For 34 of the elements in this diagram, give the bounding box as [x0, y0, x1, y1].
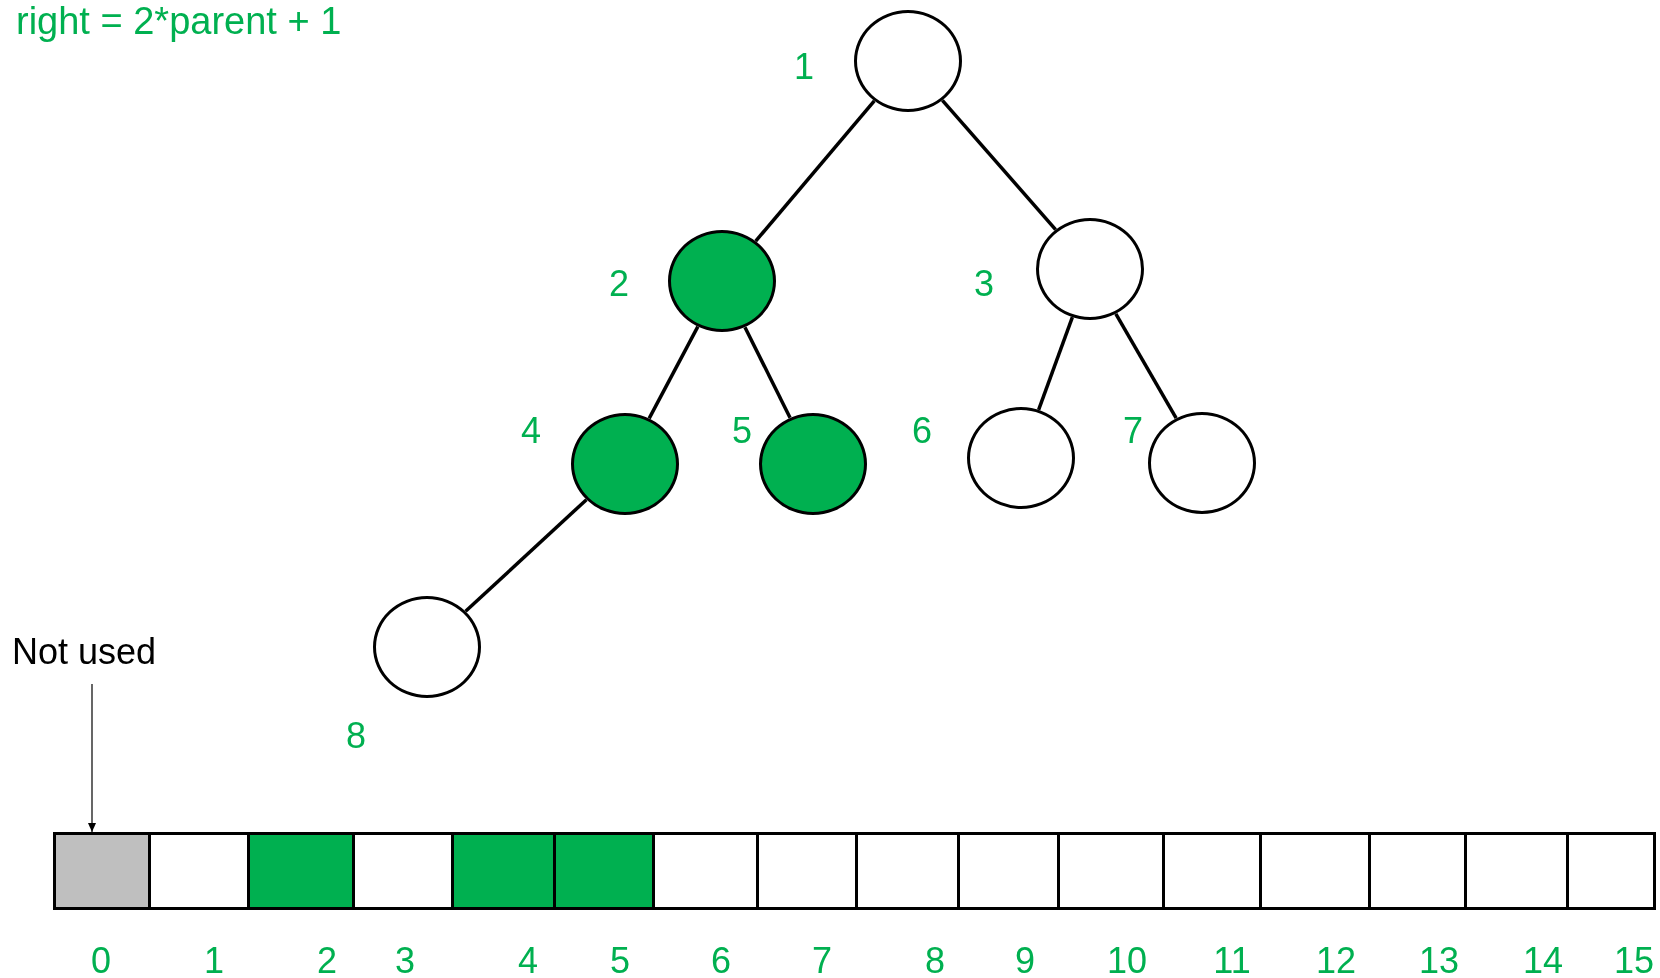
tree-edge [743, 326, 792, 419]
note-text: Not used [12, 634, 157, 670]
index-number: 1 [794, 49, 814, 85]
index-number: 4 [521, 413, 541, 449]
tree-edge [1114, 312, 1178, 420]
index-number: 6 [912, 413, 932, 449]
index-number: 12 [1316, 943, 1356, 978]
index-number: 3 [395, 943, 415, 978]
formula-text: right = 2*parent + 1 [16, 2, 342, 40]
index-number: 9 [1015, 943, 1035, 978]
index-number: 8 [346, 718, 366, 754]
index-number: 13 [1419, 943, 1459, 978]
tree-edge [1036, 316, 1075, 411]
index-number: 10 [1107, 943, 1147, 978]
index-number: 14 [1523, 943, 1563, 978]
index-number: 1 [204, 943, 224, 978]
tree-edge [464, 498, 588, 613]
index-number: 7 [1123, 413, 1143, 449]
arrow [88, 683, 96, 833]
tree-edge [941, 99, 1057, 231]
tree-edge [754, 99, 876, 243]
index-number: 2 [317, 943, 337, 978]
index-number: 5 [610, 943, 630, 978]
index-number: 0 [91, 943, 111, 978]
index-number: 5 [732, 413, 752, 449]
index-number: 15 [1614, 943, 1654, 978]
tree-edge [647, 325, 700, 420]
index-number: 2 [609, 266, 629, 302]
index-number: 11 [1213, 943, 1251, 978]
index-number: 3 [974, 266, 994, 302]
index-number: 7 [812, 943, 832, 978]
index-number: 6 [711, 943, 731, 978]
index-number: 8 [925, 943, 945, 978]
index-number: 4 [518, 943, 538, 978]
